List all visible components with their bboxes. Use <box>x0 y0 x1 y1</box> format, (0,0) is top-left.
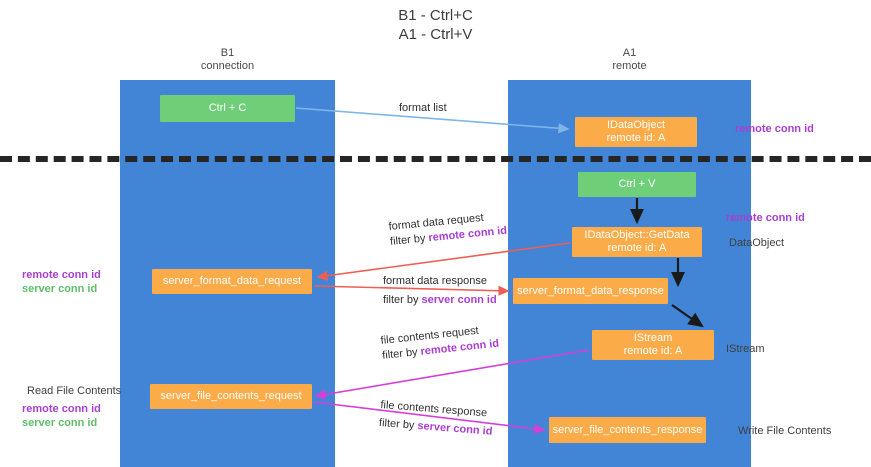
lane-b1-name: B1 <box>220 47 235 59</box>
lane-a1-subtitle: remote <box>612 60 647 72</box>
node-getdata-label: IDataObject::GetData <box>584 229 690 241</box>
node-istream[interactable]: IStream remote id: A <box>592 330 714 360</box>
filter-key-server-conn-id: server conn id <box>416 419 493 438</box>
node-server-format-data-response-label: server_format_data_response <box>517 284 664 297</box>
annotation-left-remote-conn-id: remote conn id <box>22 269 101 281</box>
node-server-file-contents-response-label: server_file_contents_response <box>552 423 703 436</box>
node-istream-sub: remote id: A <box>623 345 683 357</box>
node-ctrl-v[interactable]: Ctrl + V <box>578 172 696 197</box>
node-ctrl-v-label: Ctrl + V <box>618 178 656 190</box>
node-istream-label: IStream <box>633 332 673 344</box>
node-getdata-sub: remote id: A <box>607 242 667 254</box>
filter-prefix: filter by <box>383 294 422 306</box>
node-server-format-data-response[interactable]: server_format_data_response <box>513 278 668 304</box>
annotation-remote-conn-id-top: remote conn id <box>735 123 814 135</box>
annotation-write-file-contents: Write File Contents <box>738 425 832 437</box>
edge-label-format-data-request: format data request filter by remote con… <box>388 209 508 250</box>
node-server-format-data-request-label: server_format_data_request <box>162 275 302 287</box>
page-title: B1 - Ctrl+C A1 - Ctrl+V <box>0 6 871 44</box>
annotation-remote-conn-id-mid: remote conn id <box>726 212 805 224</box>
node-idataobject-sub: remote id: A <box>606 132 666 144</box>
annotation-left-server-conn-id-2: server conn id <box>22 417 98 429</box>
node-server-file-contents-request-label: server_file_contents_request <box>160 390 302 402</box>
annotation-left-conn-ids-top: remote conn id server conn id <box>22 268 101 296</box>
annotation-left-remote-conn-id-2: remote conn id <box>22 403 101 415</box>
edge-format-data-response-filter: filter by server conn id <box>383 293 497 308</box>
lane-header-a1: A1 remote <box>508 47 751 73</box>
lane-a1-name: A1 <box>622 47 637 59</box>
edge-format-list-text: format list <box>399 102 447 114</box>
node-server-file-contents-request[interactable]: server_file_contents_request <box>150 384 312 409</box>
annotation-istream: IStream <box>726 343 765 355</box>
node-server-file-contents-response[interactable]: server_file_contents_response <box>549 417 706 443</box>
node-ctrl-c[interactable]: Ctrl + C <box>160 95 295 122</box>
edge-label-format-list: format list <box>399 101 447 116</box>
filter-key-server-conn-id: server conn id <box>421 294 497 306</box>
filter-prefix: filter by <box>389 232 430 248</box>
title-line-2: A1 - Ctrl+V <box>398 26 473 43</box>
title-line-1: B1 - Ctrl+C <box>398 7 473 24</box>
filter-prefix: filter by <box>381 345 422 362</box>
lane-b1-subtitle: connection <box>200 60 255 72</box>
node-idataobject[interactable]: IDataObject remote id: A <box>575 117 697 147</box>
annotation-read-file-contents: Read File Contents <box>27 385 122 397</box>
phase-divider <box>0 156 871 162</box>
annotation-dataobject: DataObject <box>729 237 785 249</box>
lane-header-b1: B1 connection <box>120 47 335 73</box>
filter-prefix: filter by <box>378 416 418 432</box>
node-ctrl-c-label: Ctrl + C <box>208 102 247 114</box>
node-idataobject-label: IDataObject <box>606 119 666 131</box>
edge-format-data-response-text: format data response <box>383 275 487 287</box>
edge-label-file-contents-response: file contents response filter by server … <box>378 398 494 440</box>
annotation-left-server-conn-id: server conn id <box>22 283 98 295</box>
node-server-format-data-request[interactable]: server_format_data_request <box>152 269 312 294</box>
edge-label-format-data-response: format data response filter by server co… <box>383 274 497 308</box>
node-idataobject-getdata[interactable]: IDataObject::GetData remote id: A <box>572 227 702 257</box>
annotation-left-conn-ids-bottom: remote conn id server conn id <box>22 402 101 430</box>
edge-label-file-contents-request: file contents request filter by remote c… <box>380 322 500 364</box>
